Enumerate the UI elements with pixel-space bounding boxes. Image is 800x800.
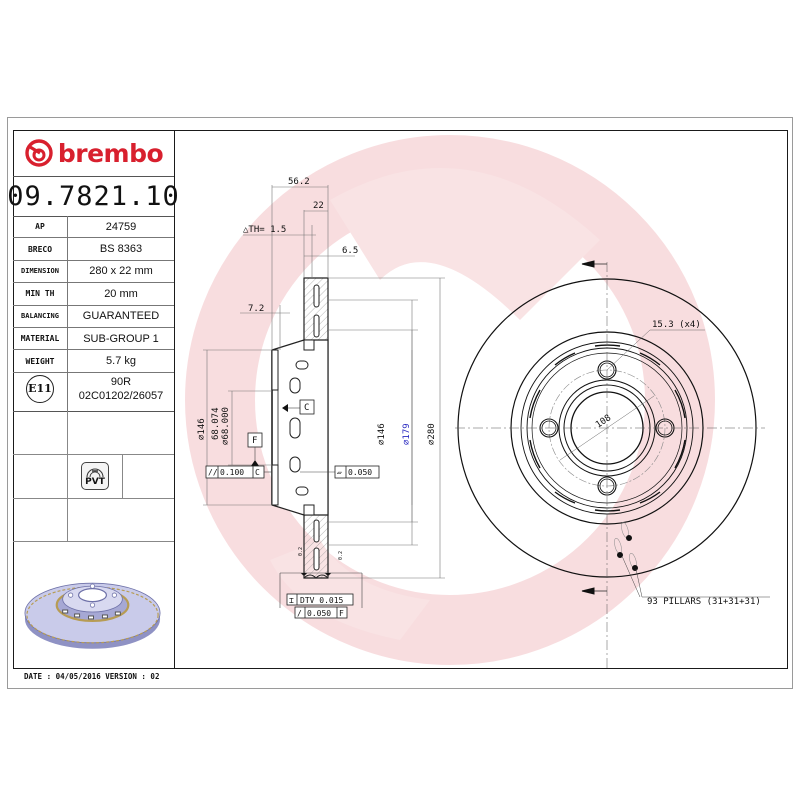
brand-name: brembo — [57, 138, 164, 168]
spec-value: GUARANTEED — [82, 310, 160, 323]
dtv-runout-tolerance — [279, 572, 363, 608]
dim-hat-diameter: ⌀146 — [377, 423, 387, 445]
cert-number: 02C01202/26057 — [78, 389, 164, 402]
parallelism-datum: C — [255, 468, 260, 477]
flatness-tolerance: ▱ 0.050 — [300, 465, 380, 479]
spec-value: 280 x 22 mm — [89, 265, 153, 278]
spec-row-balancing: BALANCING GUARANTEED — [13, 305, 174, 328]
brand-logo: brembo — [13, 130, 174, 177]
front-view — [455, 260, 770, 668]
spec-key: DIMENSION — [13, 260, 68, 283]
datum-f-label: F — [252, 436, 257, 446]
dim-friction-inner-diameter: ⌀179 — [402, 423, 412, 445]
dim-center-bore-max: 68.074 — [211, 407, 221, 440]
runout-tolerance: / 0.050 F — [294, 606, 348, 619]
datum-c: C — [282, 399, 315, 415]
dtv-value: DTV 0.015 — [300, 596, 344, 605]
runout-value: 0.050 — [307, 609, 331, 618]
pvt-row: PVT — [13, 454, 174, 499]
spec-row-ap: AP 24759 — [13, 216, 174, 239]
dtv-tolerance: ⌶ DTV 0.015 — [286, 593, 354, 606]
blank-cell — [123, 454, 174, 498]
pvt-label: PVT — [85, 477, 105, 487]
spec-key: MATERIAL — [13, 327, 68, 350]
outer-frame — [7, 117, 793, 689]
certification-row: E11 90R 02C01202/26057 — [13, 366, 174, 412]
spec-key: MIN TH — [13, 283, 68, 305]
brake-disc-3d-render — [24, 582, 161, 649]
certification-value: 90R 02C01202/26057 — [68, 366, 174, 411]
spec-value: 20 mm — [104, 287, 138, 300]
pvt-cell: PVT — [68, 454, 123, 498]
spec-value: SUB-GROUP 1 — [83, 332, 159, 345]
dim-overall-height: 56.2 — [288, 177, 310, 187]
date-version-footer: DATE : 04/05/2016 VERSION : 02 — [24, 672, 160, 681]
spec-value: BS 8363 — [99, 243, 143, 256]
flatness-symbol: ▱ — [337, 468, 342, 477]
blank-cell — [13, 411, 68, 454]
spec-key: WEIGHT — [13, 350, 68, 372]
datum-f: F — [247, 432, 263, 466]
spec-value: 24759 — [105, 220, 137, 233]
spec-table: AP 24759 BRECO BS 8363 DIMENSION 280 x 2… — [13, 216, 174, 373]
cert-badge-cell: E11 — [13, 366, 68, 411]
dim-hub-diameter: ⌀146 — [197, 418, 207, 440]
spec-row-material: MATERIAL SUB-GROUP 1 — [13, 327, 174, 351]
datum-c-label: C — [304, 403, 309, 413]
dim-thickness: 22 — [313, 201, 324, 211]
pillars-label: 93 PILLARS (31+31+31) — [647, 597, 761, 607]
dim-delta-th: △TH= 1.5 — [243, 225, 286, 235]
bolt-hole-label: 15.3 (x4) — [652, 320, 701, 330]
section-view — [271, 277, 329, 579]
spec-key: BRECO — [13, 238, 68, 260]
spec-key: AP — [13, 216, 68, 238]
dim-vent-offset: 6.5 — [342, 246, 358, 256]
parallelism-value: 0.100 — [220, 468, 244, 477]
blank-cell — [68, 411, 174, 454]
dim-small-right: 0.2 — [338, 551, 344, 560]
dim-outer-diameter: ⌀280 — [427, 423, 437, 445]
blank-row — [13, 411, 174, 455]
blank-cell — [13, 454, 68, 498]
title-block: brembo 09.7821.10 AP 24759 BRECO BS 8363… — [7, 130, 179, 669]
blank-cell — [68, 498, 174, 541]
runout-datum: F — [339, 609, 344, 618]
spec-key: BALANCING — [13, 305, 68, 327]
blank-cell — [13, 498, 68, 541]
pvt-gauge-icon — [86, 468, 104, 477]
spec-row-breco: BRECO BS 8363 — [13, 238, 174, 261]
spec-row-weight: WEIGHT 5.7 kg — [13, 350, 174, 373]
brembo-logo-icon — [25, 139, 53, 167]
dtv-symbol: ⌶ — [289, 596, 294, 605]
parallelism-tolerance: // 0.100 C — [205, 465, 272, 479]
flatness-value: 0.050 — [348, 468, 372, 477]
e11-approval-badge: E11 — [26, 374, 54, 403]
cert-regulation: 90R — [110, 375, 132, 388]
runout-symbol: / — [297, 609, 302, 618]
drawing-frame — [13, 130, 788, 669]
spec-row-min-th: MIN TH 20 mm — [13, 283, 174, 306]
dim-hat-offset: 7.2 — [248, 304, 264, 314]
parallelism-symbol: // — [208, 468, 218, 477]
dim-small-left: 0.2 — [298, 547, 304, 556]
blank-row — [13, 498, 174, 542]
technical-drawing: 56.2 22 △TH= 1.5 6.5 7.2 ⌀146 68.074 ⌀68… — [197, 177, 770, 668]
dim-center-bore-min: ⌀68.000 — [221, 407, 231, 445]
part-number: 09.7821.10 — [7, 176, 179, 217]
pvt-badge: PVT — [81, 462, 109, 490]
spec-value: 5.7 kg — [106, 355, 136, 368]
spec-row-dimension: DIMENSION 280 x 22 mm — [13, 260, 174, 284]
